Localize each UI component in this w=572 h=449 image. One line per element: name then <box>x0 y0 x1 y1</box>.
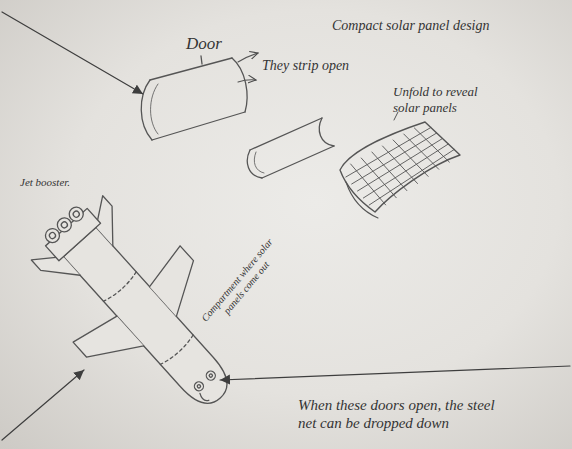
door-panel <box>152 112 245 140</box>
step-label: Unfold to reveal solar panels <box>393 84 505 115</box>
rocket-drawing <box>48 231 56 239</box>
panel-grid-line <box>358 139 443 192</box>
panel-grid-line <box>346 128 431 178</box>
door-tick <box>201 56 202 64</box>
rocket-drawing <box>193 380 206 393</box>
step-arrow <box>238 80 256 82</box>
part-label: Compartment where solar panels come out <box>197 233 287 334</box>
door-panel <box>141 56 247 140</box>
rocket-drawing <box>197 384 202 389</box>
panel-grid-line <box>352 133 437 184</box>
rocket-drawing <box>204 369 217 382</box>
rocket-drawing <box>43 226 63 246</box>
note-text: When these doors open, the steel net can… <box>298 396 498 432</box>
rocket-drawing <box>104 272 139 304</box>
rocket-drawing <box>199 392 209 403</box>
open-door-strip <box>319 118 334 146</box>
rocket-drawing <box>60 221 68 229</box>
open-door-strip <box>247 118 334 178</box>
door-panel <box>150 58 232 80</box>
rocket-drawing <box>160 335 195 367</box>
open-door-strip <box>254 152 264 173</box>
solar-panel-grid <box>346 182 378 218</box>
leader-arrow <box>220 366 570 380</box>
leader-arrow <box>2 370 84 440</box>
step-label: They strip open <box>262 58 349 75</box>
part-label: Door <box>186 34 222 54</box>
sketch-illustration <box>2 12 570 446</box>
panel-grid-line <box>363 144 448 198</box>
open-door-strip <box>250 118 322 150</box>
step-arrow <box>238 53 258 62</box>
rocket-drawing <box>72 210 80 218</box>
rocket-drawing <box>73 309 144 380</box>
door-panel <box>151 84 159 134</box>
rocket-drawing <box>209 373 214 378</box>
sketch-title: Compact solar panel design <box>332 18 490 35</box>
door-panel <box>232 58 247 112</box>
open-door-strip <box>262 146 334 178</box>
leader-arrow <box>2 12 143 94</box>
part-label: Jet booster. <box>20 176 70 189</box>
solar-panel-grid <box>340 122 460 212</box>
solar-panel-grid <box>340 122 460 218</box>
panel-grid-line <box>369 150 454 206</box>
step-arrow <box>238 53 258 82</box>
rocket-drawing <box>143 246 214 317</box>
